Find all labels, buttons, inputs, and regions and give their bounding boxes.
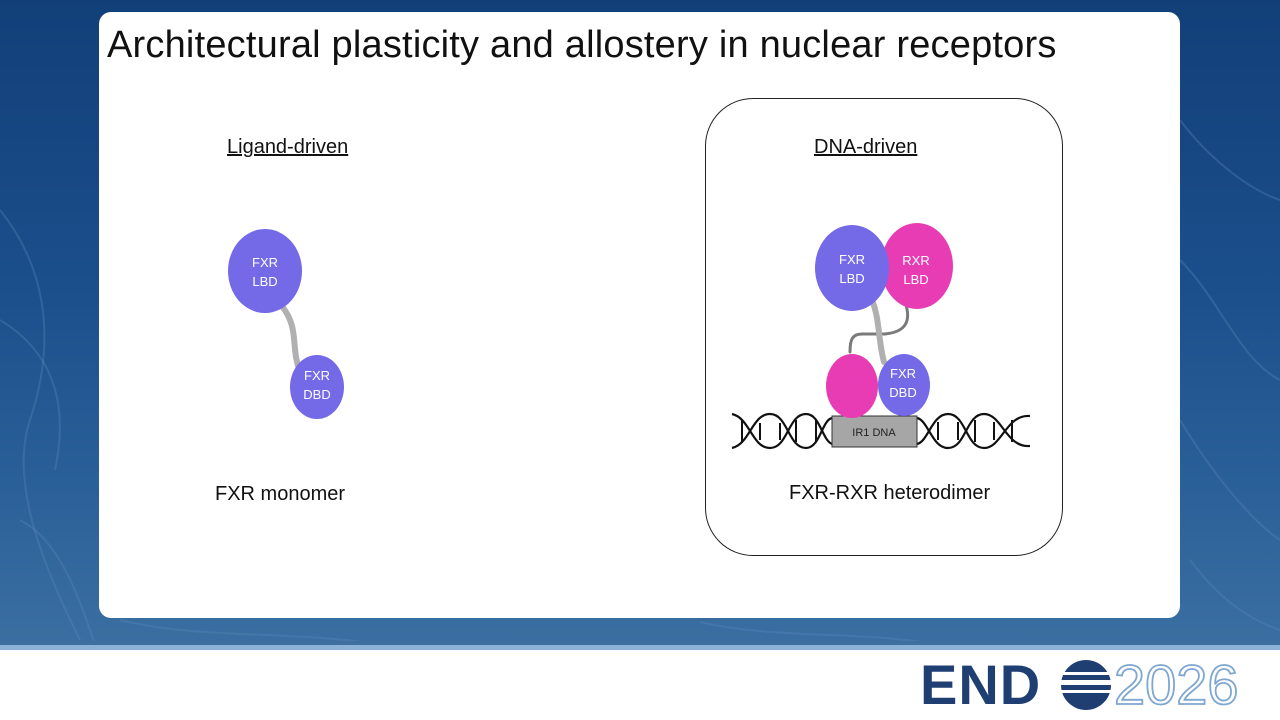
fxr-dbd-right-label-2: DBD bbox=[889, 385, 916, 400]
dna-helix bbox=[731, 412, 1031, 450]
endo-2026-logo: END 2026 bbox=[920, 654, 1239, 714]
fxr-lbd-right-label-1: FXR bbox=[839, 252, 865, 267]
fxr-lbd-domain-right bbox=[815, 225, 889, 311]
fxr-dbd-label-2: DBD bbox=[303, 387, 330, 402]
fxr-dbd-label-1: FXR bbox=[304, 368, 330, 383]
fxr-monomer: FXR LBD FXR DBD bbox=[228, 229, 344, 419]
rxr-lbd-domain bbox=[881, 223, 953, 309]
fxr-rxr-heterodimer: IR1 DNA FXR DBD FXR LBD RXR LBD bbox=[731, 223, 1031, 450]
footer-stripe-light bbox=[0, 645, 1280, 650]
fxr-lbd-label-1: FXR bbox=[252, 255, 278, 270]
logo-year: 2026 bbox=[1114, 654, 1239, 714]
slide-title: Architectural plasticity and allostery i… bbox=[107, 24, 1057, 66]
monomer-linker bbox=[279, 303, 303, 375]
background-texture bbox=[0, 119, 1280, 645]
globe-icon bbox=[1058, 660, 1114, 710]
logo-word: END bbox=[920, 654, 1041, 714]
heterodimer-caption: FXR-RXR heterodimer bbox=[789, 482, 991, 504]
fxr-dbd-domain-right bbox=[878, 354, 930, 416]
footer-stripe-dark bbox=[0, 641, 1280, 645]
fxr-lbd-domain bbox=[228, 229, 302, 313]
dna-driven-heading: DNA-driven bbox=[814, 136, 918, 158]
dna-driven-box bbox=[705, 98, 1063, 556]
rxr-lbd-label-1: RXR bbox=[902, 253, 929, 268]
ligand-driven-heading: Ligand-driven bbox=[227, 136, 349, 158]
rxr-lbd-label-2: LBD bbox=[903, 272, 928, 287]
fxr-linker bbox=[869, 297, 887, 365]
ir1-dna-box bbox=[831, 415, 918, 448]
fxr-lbd-label-2: LBD bbox=[252, 274, 277, 289]
fxr-dbd-right-label-1: FXR bbox=[890, 366, 916, 381]
rxr-dbd-domain bbox=[826, 354, 878, 418]
ir1-dna-label: IR1 DNA bbox=[852, 427, 896, 439]
fxr-monomer-caption: FXR monomer bbox=[215, 483, 346, 505]
fxr-dbd-domain bbox=[290, 355, 344, 419]
content-panel bbox=[99, 12, 1180, 618]
receptor-diagram: FXR LBD FXR DBD IR1 DNA bbox=[228, 223, 1031, 450]
fxr-lbd-right-label-2: LBD bbox=[839, 271, 864, 286]
dna-base-pairs bbox=[741, 420, 1013, 442]
rxr-linker bbox=[848, 300, 910, 354]
